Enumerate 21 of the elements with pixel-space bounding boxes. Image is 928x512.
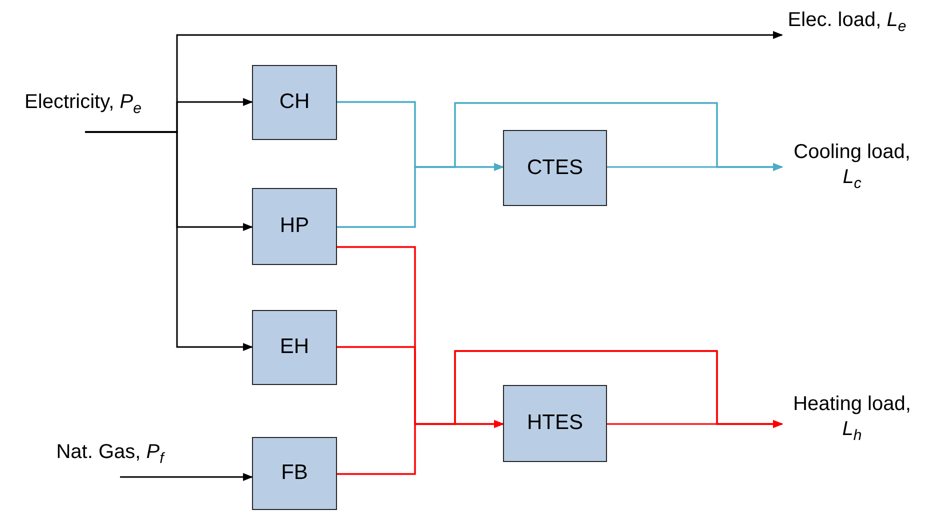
- process-box: [252, 310, 337, 385]
- box-label: CH: [279, 89, 310, 116]
- flow-label: Elec. load, L$_{e}$: [788, 8, 906, 37]
- process-box: [503, 130, 607, 206]
- process-box: [252, 188, 337, 265]
- process-box: [252, 65, 337, 140]
- box-label: EH: [280, 334, 310, 360]
- flow-label: Nat. Gas, P$_{f}$: [56, 440, 164, 469]
- flow-label: Electricity, P$_{e}$: [24, 90, 142, 119]
- flow-label: Heating load, L$_{h}$: [792, 392, 912, 446]
- arrow: [120, 473, 253, 481]
- flow-label: Cooling load, L$_{c}$: [792, 140, 912, 194]
- box-label: HTES: [526, 410, 583, 436]
- arrow: [607, 163, 783, 171]
- box-label: HP: [280, 213, 310, 240]
- process-box: [503, 385, 607, 462]
- box-label: CTES: [526, 154, 583, 181]
- process-box: [252, 437, 337, 510]
- box-label: FB: [281, 460, 308, 486]
- arrow: [85, 31, 783, 133]
- arrow: [607, 420, 783, 428]
